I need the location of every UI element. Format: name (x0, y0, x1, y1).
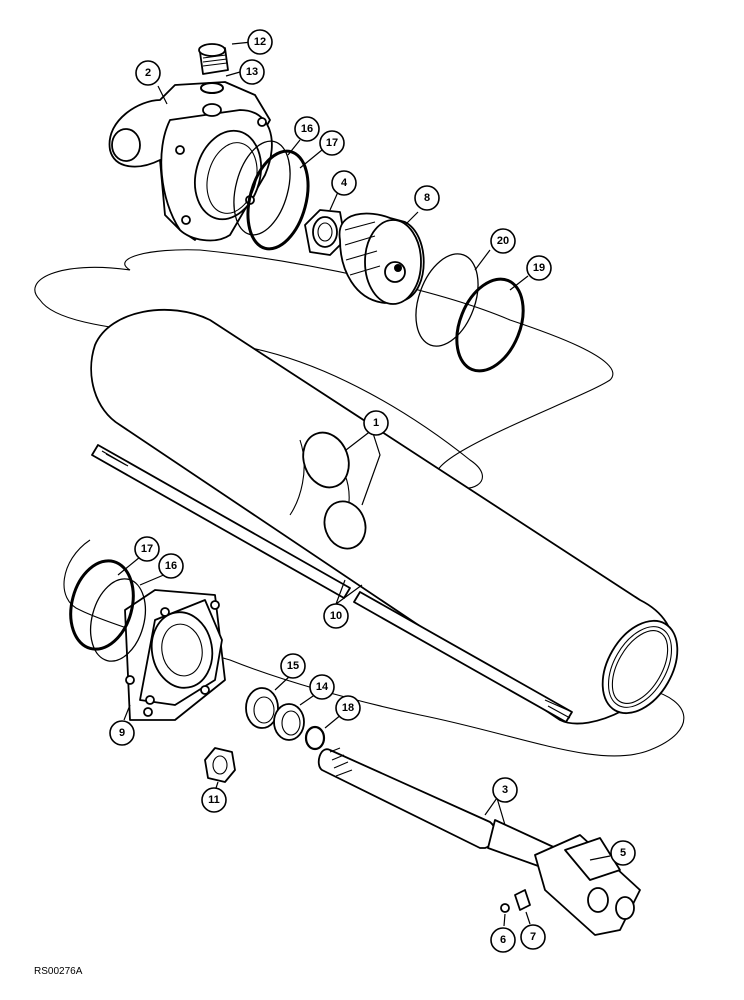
callout-16-lower: 16 (158, 553, 184, 579)
svg-text:2: 2 (145, 67, 151, 79)
leader-lines (117, 41, 611, 927)
svg-text:20: 20 (497, 235, 509, 247)
piston-nut (304, 209, 346, 256)
svg-text:5: 5 (620, 847, 626, 859)
piston-wear-ring (415, 253, 479, 347)
svg-text:17: 17 (326, 137, 338, 149)
rod-end-cap (124, 589, 226, 721)
backup-ring-rod-end (89, 578, 147, 662)
svg-text:17: 17 (141, 543, 153, 555)
callout-18: 18 (335, 695, 361, 721)
piston-rod (317, 747, 641, 936)
svg-text:1: 1 (373, 417, 379, 429)
callout-3: 3 (492, 777, 518, 803)
svg-text:10: 10 (330, 610, 342, 622)
svg-text:6: 6 (500, 934, 506, 946)
svg-text:9: 9 (119, 727, 125, 739)
rod-seal (273, 703, 305, 741)
barrel-break-ring-upper (302, 431, 350, 489)
callout-5: 5 (610, 840, 636, 866)
svg-text:14: 14 (316, 681, 329, 693)
svg-text:4: 4 (341, 177, 348, 189)
svg-text:13: 13 (246, 66, 258, 78)
callout-6: 6 (490, 927, 516, 953)
head-cap (108, 81, 273, 242)
svg-text:8: 8 (424, 192, 430, 204)
callout-12: 12 (247, 29, 273, 55)
callout-16-upper: 16 (294, 116, 320, 142)
port-o-ring (200, 82, 224, 94)
callout-17-lower: 17 (134, 536, 160, 562)
svg-text:11: 11 (208, 794, 220, 806)
svg-text:12: 12 (254, 36, 266, 48)
callout-13: 13 (239, 59, 265, 85)
figure-code: RS00276A (34, 966, 83, 977)
rod-wiper (245, 687, 279, 729)
piston-seal (455, 277, 525, 373)
svg-text:19: 19 (533, 262, 545, 274)
svg-text:16: 16 (301, 123, 313, 135)
barrel-break-ring-lower (323, 500, 367, 550)
o-ring-rod-end (69, 559, 135, 651)
callout-1: 1 (363, 410, 389, 436)
svg-text:3: 3 (502, 784, 508, 796)
tie-rod-nut (204, 747, 236, 783)
callout-2: 2 (135, 60, 161, 86)
svg-text:16: 16 (165, 560, 177, 572)
seal-kit-outline-lower (63, 539, 685, 757)
callout-20: 20 (490, 228, 516, 254)
rod-o-ring (304, 725, 326, 751)
callout-15: 15 (280, 653, 306, 679)
callout-14: 14 (309, 674, 335, 700)
callout-7: 7 (520, 924, 546, 950)
svg-text:18: 18 (342, 702, 354, 714)
port-plug (198, 43, 229, 75)
callout-19: 19 (526, 255, 552, 281)
callout-10: 10 (323, 603, 349, 629)
svg-text:7: 7 (530, 931, 536, 943)
callout-4: 4 (331, 170, 357, 196)
svg-text:15: 15 (287, 660, 299, 672)
callout-11: 11 (201, 787, 227, 813)
piston (338, 212, 425, 305)
backup-ring-head (233, 140, 291, 236)
callout-9: 9 (109, 720, 135, 746)
callout-17-upper: 17 (319, 130, 345, 156)
grease-fitting (500, 889, 531, 913)
callout-8: 8 (414, 185, 440, 211)
